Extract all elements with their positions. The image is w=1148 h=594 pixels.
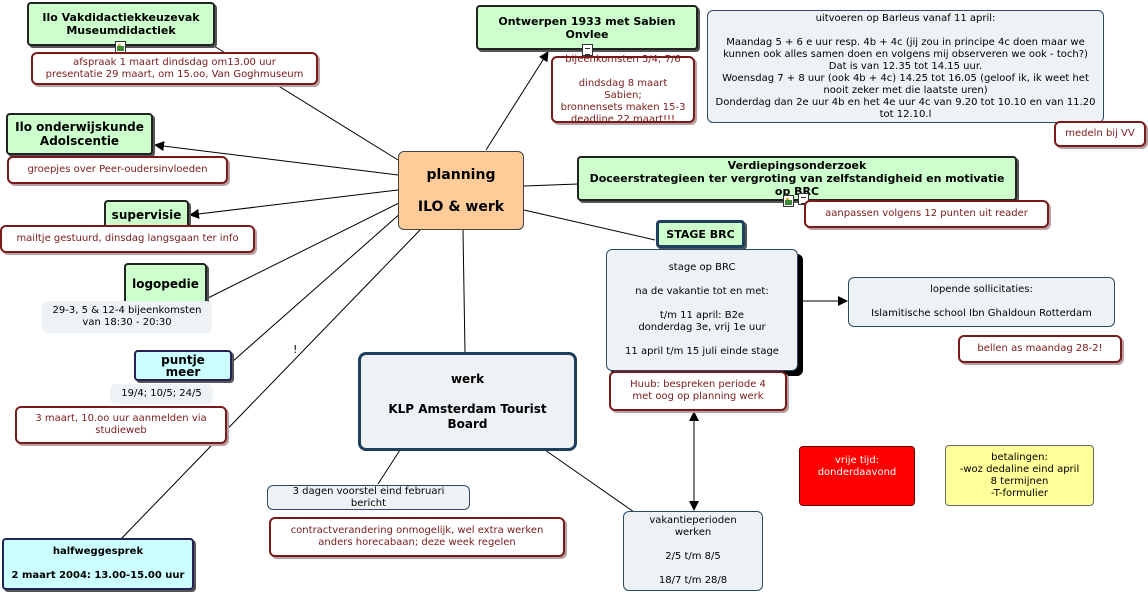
- bijeenkomsten-note[interactable]: bijeenkomsten 5/4; 7/6 dindsdag 8 maart …: [551, 54, 695, 125]
- puntje-dates[interactable]: 19/4; 10/5; 24/5: [110, 384, 213, 404]
- stage-op-brc-note[interactable]: stage op BRC na de vakantie tot en met: …: [606, 249, 798, 371]
- verdiepingsonderzoek-topic[interactable]: Verdiepingsonderzoek Doceerstrategieen t…: [577, 156, 1017, 201]
- voorstel-note[interactable]: 3 dagen voorstel eind februari bericht: [267, 485, 470, 510]
- afspraak-note[interactable]: afspraak 1 maart dindsdag om13.00 uur pr…: [31, 52, 318, 85]
- lopende-sollicitaties-note[interactable]: lopende sollicitaties: Islamitische scho…: [848, 277, 1115, 327]
- puntje-meer-topic[interactable]: puntje meer: [134, 350, 232, 381]
- ilo-vakdidactiek-topic[interactable]: Ilo Vakdidactiekkeuzevak Museumdidactiek: [27, 2, 215, 46]
- image-icon: [783, 195, 794, 207]
- medeln-note[interactable]: medeln bij VV: [1054, 121, 1146, 147]
- aanpassen-note[interactable]: aanpassen volgens 12 punten uit reader: [804, 200, 1049, 228]
- aanmelden-note[interactable]: 3 maart, 10.oo uur aanmelden via studiew…: [15, 406, 227, 444]
- notes-icon: [582, 44, 593, 56]
- betalingen-note[interactable]: betalingen: -woz dedaline eind april 8 t…: [945, 445, 1094, 506]
- exclamation-mark: !: [293, 343, 298, 356]
- vakantieperioden-note[interactable]: vakantieperioden werken 2/5 t/m 8/5 18/7…: [623, 511, 763, 591]
- contract-note[interactable]: contractverandering onmogelijk, wel extr…: [269, 517, 565, 557]
- uitvoeren-barleus-note[interactable]: uitvoeren op Barleus vanaf 11 april: Maa…: [707, 10, 1104, 123]
- vrije-tijd-note[interactable]: vrije tijd: donderdaavond: [799, 446, 915, 506]
- halfweggesprek-topic[interactable]: halfweggesprek 2 maart 2004: 13.00-15.00…: [2, 538, 194, 590]
- groepjes-note[interactable]: groepjes over Peer-oudersinvloeden: [7, 156, 228, 184]
- planning-center-node[interactable]: planning ILO & werk: [398, 151, 524, 230]
- bellen-note[interactable]: bellen as maandag 28-2!: [958, 335, 1122, 363]
- ilo-onderwijskunde-topic[interactable]: Ilo onderwijskunde Adolscentie: [6, 113, 153, 155]
- mailtje-note[interactable]: mailtje gestuurd, dinsdag langsgaan ter …: [0, 225, 255, 253]
- werk-klp-node[interactable]: werk KLP Amsterdam Tourist Board: [358, 352, 577, 451]
- logopedie-dates[interactable]: 29-3, 5 & 12-4 bijeenkomsten van 18:30 -…: [42, 301, 212, 333]
- logopedie-topic[interactable]: logopedie: [124, 263, 207, 305]
- notes-icon: [798, 193, 809, 205]
- stage-brc-topic[interactable]: STAGE BRC: [656, 220, 745, 248]
- huub-note[interactable]: Huub: bespreken periode 4 met oog op pla…: [609, 371, 787, 411]
